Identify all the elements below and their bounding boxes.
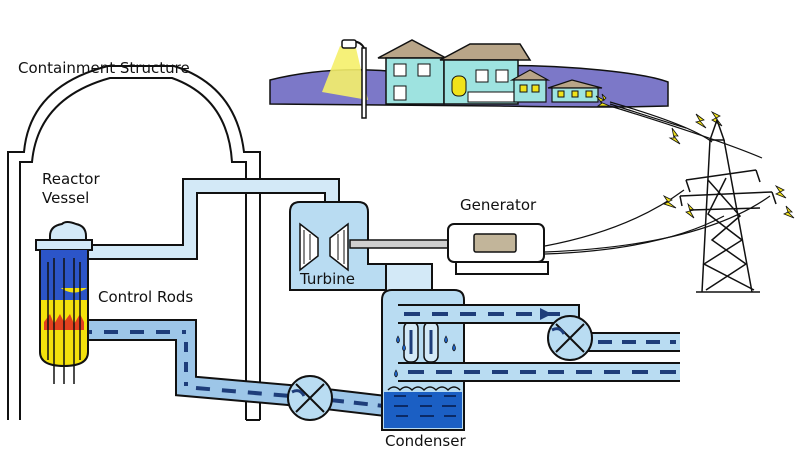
generator-label: Generator [460, 196, 537, 214]
house-icon [509, 69, 551, 103]
generator-icon [447, 223, 549, 275]
control-rods [47, 258, 81, 384]
control-rods-label: Control Rods [98, 288, 194, 306]
condenser-label: Condenser [385, 432, 466, 450]
reactor-label-line2: Vessel [42, 189, 90, 207]
reactor-label-line1: Reactor [42, 170, 100, 188]
pump-icon [287, 375, 333, 421]
turbine-shaft [349, 239, 451, 249]
containment-structure [7, 65, 261, 421]
containment-structure-label: Containment Structure [18, 59, 190, 77]
reactor-vessel-label: Reactor Vessel [42, 170, 100, 208]
house-icon [377, 39, 532, 105]
transmission-tower-icon [679, 117, 777, 293]
turbine-label: Turbine [300, 270, 355, 288]
turbine-icon [289, 201, 387, 291]
steam-pipe [86, 178, 340, 260]
feedwater-pipe [80, 319, 388, 417]
power-lines [544, 101, 771, 255]
reactor-vessel [35, 221, 93, 384]
pump-icon [547, 315, 593, 361]
spark-icon [595, 93, 795, 219]
house-icon [547, 79, 603, 103]
street-lamp-icon [322, 39, 368, 119]
